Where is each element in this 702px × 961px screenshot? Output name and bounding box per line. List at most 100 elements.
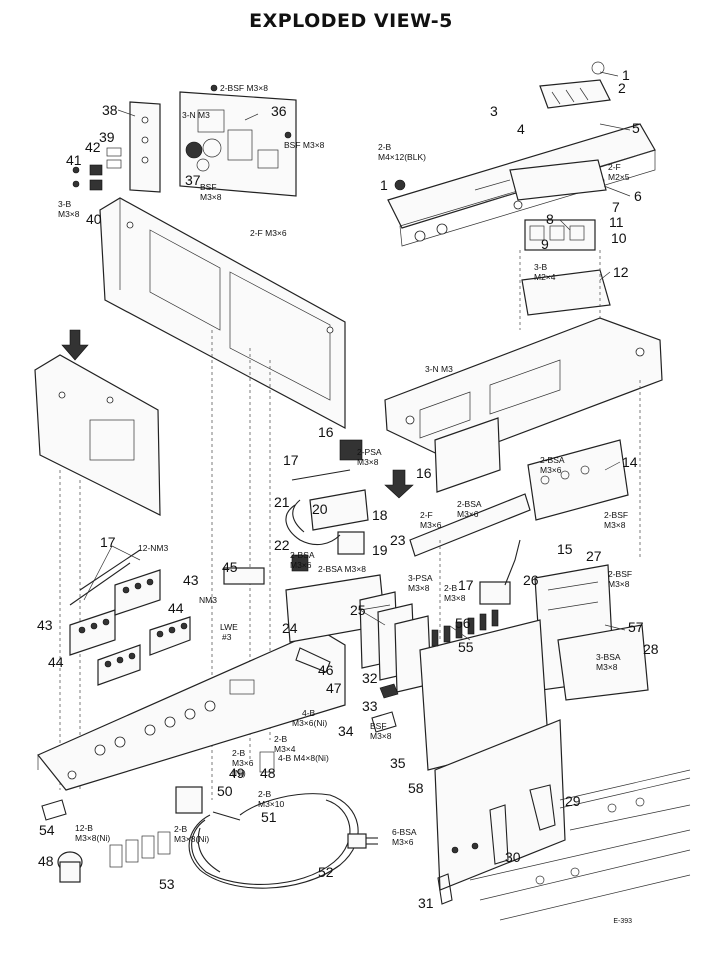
bottom-chassis bbox=[37, 629, 346, 791]
callout-part-48: 48 bbox=[260, 765, 276, 781]
leader-lines bbox=[83, 71, 631, 641]
callout-part-36: 36 bbox=[271, 103, 287, 119]
screw-note: 3-N M3 bbox=[182, 110, 210, 120]
callout-part-56: 56 bbox=[455, 615, 471, 631]
callout-part-48: 48 bbox=[38, 853, 54, 869]
callout-part-44: 44 bbox=[48, 654, 64, 670]
callout-part-43: 43 bbox=[37, 617, 53, 633]
callout-part-30: 30 bbox=[505, 849, 521, 865]
callout-part-20: 20 bbox=[312, 501, 328, 517]
amplifier-boards bbox=[285, 539, 649, 891]
part-callouts: 1 1 2 3 4 5 6 7 8 9 10 11 12 14 15 16 16… bbox=[37, 67, 659, 911]
callout-part-50: 50 bbox=[217, 783, 233, 799]
screw-note: 2-BSF M3×8 bbox=[220, 83, 268, 93]
callout-part-4: 4 bbox=[517, 121, 525, 137]
callout-part-29: 29 bbox=[565, 793, 581, 809]
callout-part-44: 44 bbox=[168, 600, 184, 616]
callout-part-18: 18 bbox=[372, 507, 388, 523]
callout-part-34: 34 bbox=[338, 723, 354, 739]
callout-part-32: 32 bbox=[362, 670, 378, 686]
rear-pcb-assembly bbox=[72, 84, 297, 197]
screw-note: BSF M3×8 bbox=[284, 140, 325, 150]
page-title: EXPLODED VIEW-5 bbox=[249, 10, 453, 32]
callout-part-57: 57 bbox=[628, 619, 644, 635]
callout-part-45: 45 bbox=[222, 559, 238, 575]
callout-part-25: 25 bbox=[350, 602, 366, 618]
front-panel bbox=[387, 61, 656, 316]
callout-part-10: 10 bbox=[611, 230, 627, 246]
callout-part-3: 3 bbox=[490, 103, 498, 119]
lower-brackets bbox=[437, 769, 691, 921]
callout-part-1: 1 bbox=[380, 177, 388, 193]
callout-part-11: 11 bbox=[609, 214, 624, 230]
callout-part-28: 28 bbox=[643, 641, 659, 657]
callout-part-12: 12 bbox=[613, 264, 629, 280]
callout-part-43: 43 bbox=[183, 572, 199, 588]
callout-part-49: 49 bbox=[229, 765, 245, 781]
callout-part-16: 16 bbox=[318, 424, 334, 440]
small-parts bbox=[41, 567, 378, 889]
callout-part-51: 51 bbox=[261, 809, 277, 825]
callout-part-5: 5 bbox=[632, 120, 640, 136]
callout-part-33: 33 bbox=[362, 698, 378, 714]
callout-part-1: 1 bbox=[622, 67, 630, 83]
callout-part-53: 53 bbox=[159, 876, 175, 892]
callout-part-37: 37 bbox=[185, 172, 201, 188]
callout-part-58: 58 bbox=[408, 780, 424, 796]
callout-part-24: 24 bbox=[282, 620, 298, 636]
screw-note: 12-NM3 bbox=[138, 543, 169, 553]
line-art bbox=[34, 61, 691, 921]
callout-part-7: 7 bbox=[612, 199, 620, 215]
callout-part-14: 14 bbox=[622, 454, 638, 470]
callout-part-26: 26 bbox=[523, 572, 539, 588]
callout-part-55: 55 bbox=[458, 639, 474, 655]
screw-note: 3-N M3 bbox=[425, 364, 453, 374]
bracket-assembly bbox=[285, 439, 369, 572]
callout-part-16: 16 bbox=[416, 465, 432, 481]
callout-part-39: 39 bbox=[99, 129, 115, 145]
callout-part-17: 17 bbox=[458, 577, 474, 593]
callout-part-47: 47 bbox=[326, 680, 342, 696]
callout-part-21: 21 bbox=[274, 494, 290, 510]
callout-part-41: 41 bbox=[66, 152, 82, 168]
callout-part-46: 46 bbox=[318, 662, 334, 678]
screw-note: 2-BSA M3×8 bbox=[318, 564, 366, 574]
drawing-code: E-393 bbox=[613, 918, 632, 925]
screw-note: 2-F M3×6 bbox=[250, 228, 287, 238]
screw-note: NM3 bbox=[199, 595, 217, 605]
right-chassis bbox=[384, 317, 663, 557]
left-chassis bbox=[34, 197, 346, 516]
callout-part-9: 9 bbox=[541, 236, 549, 252]
screw-note: 4-B M4×8(Ni) bbox=[278, 753, 329, 763]
callout-part-17: 17 bbox=[100, 534, 116, 550]
callout-part-38: 38 bbox=[102, 102, 118, 118]
callout-part-23: 23 bbox=[390, 532, 406, 548]
callout-part-40: 40 bbox=[86, 211, 102, 227]
callout-part-15: 15 bbox=[557, 541, 573, 557]
callout-part-22: 22 bbox=[274, 537, 290, 553]
callout-part-17: 17 bbox=[283, 452, 299, 468]
callout-part-19: 19 bbox=[372, 542, 388, 558]
callout-part-31: 31 bbox=[418, 895, 434, 911]
